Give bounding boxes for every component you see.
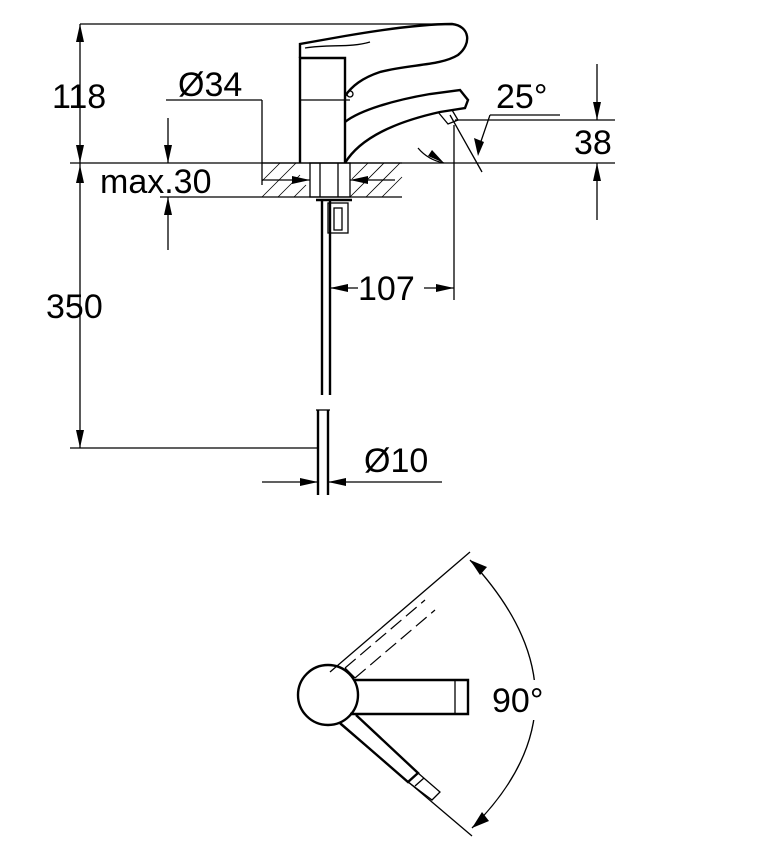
dim-diameter-10: Ø10: [262, 442, 442, 486]
dim-diameter10-label: Ø10: [364, 442, 428, 480]
dim-length-350: 350: [46, 163, 103, 448]
dim-height-118: 118: [52, 24, 106, 163]
dim-deck-max30: max.30: [100, 118, 212, 250]
dim-angle-25: 25°: [417, 78, 560, 173]
dim-diameter34-label: Ø34: [178, 66, 242, 104]
dim-angle25-label: 25°: [496, 78, 547, 116]
lever-handle: [298, 22, 469, 98]
faucet-body: [298, 56, 470, 164]
supply-hose: [316, 200, 332, 495]
dim-angle90-label: 90°: [492, 682, 543, 720]
dim-38-label: 38: [574, 124, 612, 162]
dim-max30-label: max.30: [100, 163, 212, 201]
dim-reach-107: 107: [330, 125, 455, 308]
dim-350-label: 350: [46, 288, 103, 326]
top-view: 90°: [296, 551, 556, 837]
dim-107-label: 107: [358, 270, 415, 308]
dim-height-38: 38: [455, 64, 615, 220]
dim-118-label: 118: [52, 78, 106, 116]
dim-diameter-34: Ø34: [166, 66, 395, 185]
side-elevation-view: 118 350 max.30 Ø34: [46, 22, 615, 495]
